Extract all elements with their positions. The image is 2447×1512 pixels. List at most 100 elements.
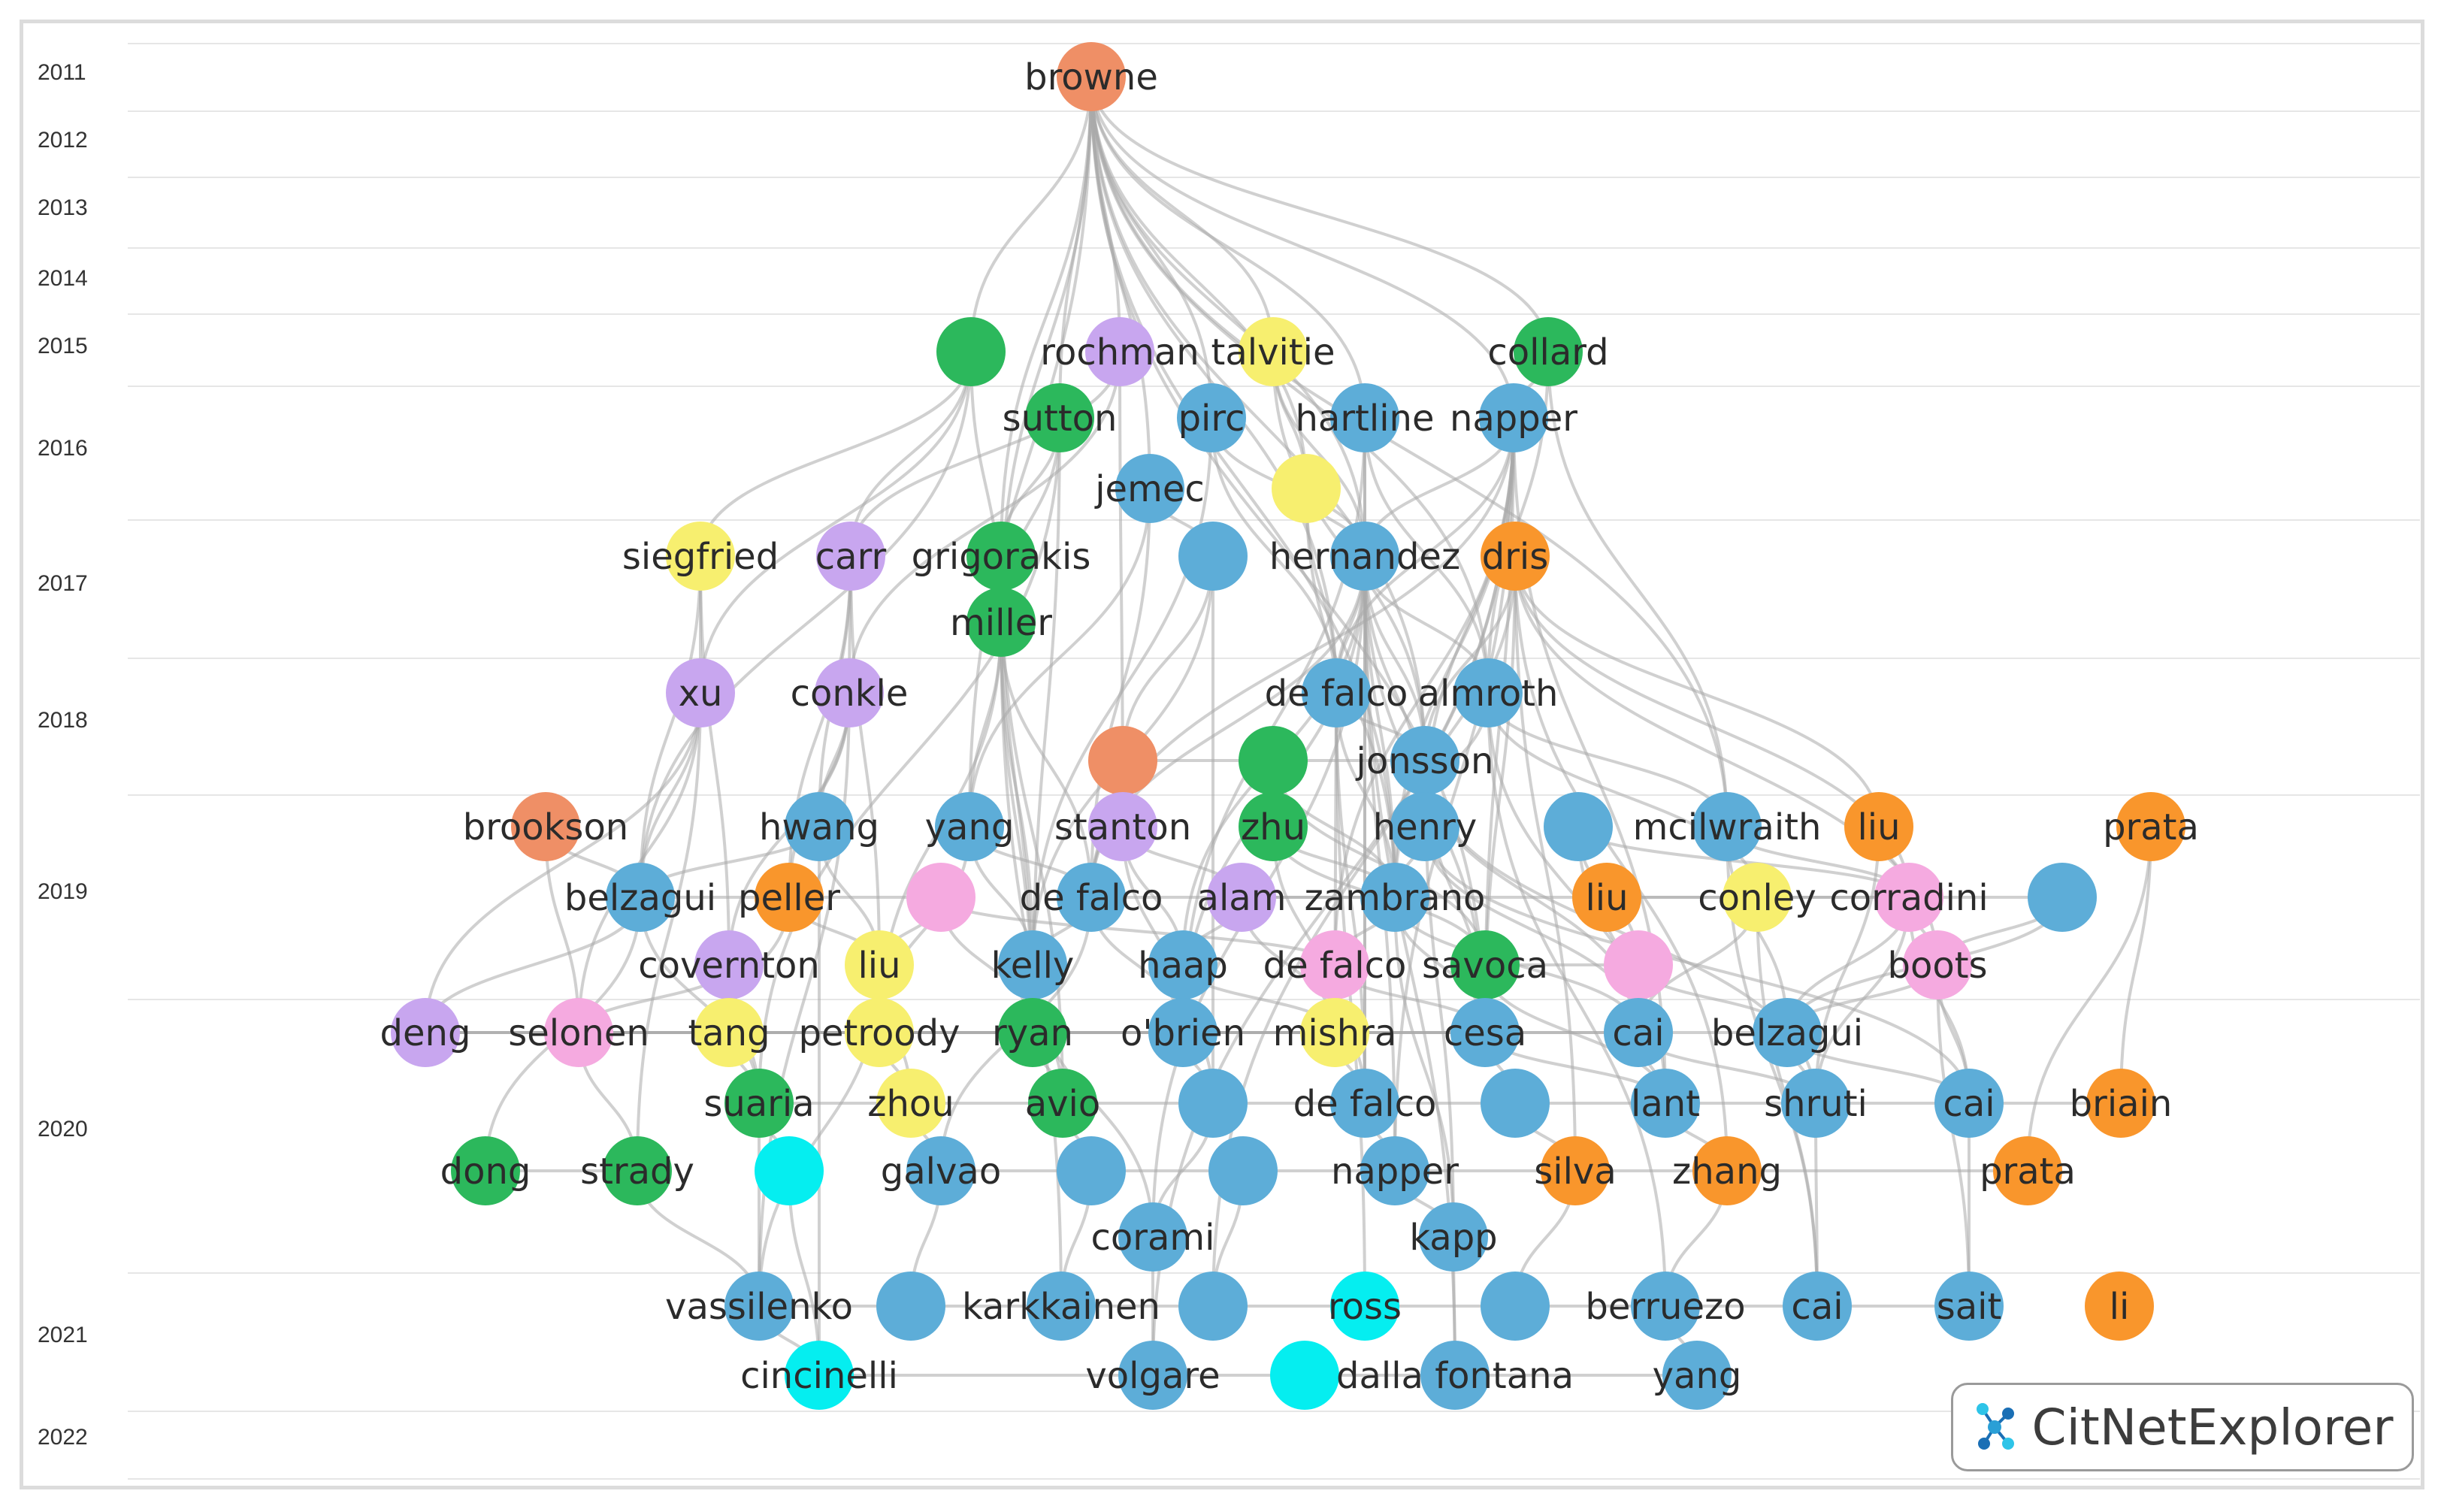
- node-circle[interactable]: [724, 1272, 794, 1341]
- node-circle[interactable]: [1118, 1341, 1187, 1410]
- publication-node[interactable]: zhou: [867, 1069, 954, 1138]
- publication-node[interactable]: [906, 863, 975, 932]
- node-circle[interactable]: [785, 1341, 854, 1410]
- publication-node[interactable]: [1239, 726, 1308, 795]
- node-circle[interactable]: [1057, 42, 1126, 111]
- publication-node[interactable]: de falco: [1020, 863, 1163, 932]
- node-circle[interactable]: [724, 1069, 794, 1138]
- publication-node[interactable]: petroody: [798, 998, 960, 1067]
- node-circle[interactable]: [1753, 998, 1822, 1067]
- publication-node[interactable]: volgare: [1085, 1341, 1220, 1410]
- node-circle[interactable]: [1934, 1272, 2004, 1341]
- node-circle[interactable]: [666, 522, 735, 591]
- publication-node[interactable]: [936, 317, 1006, 386]
- publication-node[interactable]: kelly: [991, 930, 1075, 999]
- publication-node[interactable]: conley: [1698, 863, 1816, 932]
- publication-node[interactable]: zhang: [1672, 1136, 1782, 1205]
- node-circle[interactable]: [1330, 1272, 1399, 1341]
- node-circle[interactable]: [1662, 1341, 1732, 1410]
- node-circle[interactable]: [1390, 726, 1459, 795]
- node-circle[interactable]: [2116, 792, 2185, 861]
- publication-node[interactable]: carr: [815, 522, 887, 591]
- publication-node[interactable]: [1604, 930, 1673, 999]
- publication-node[interactable]: pirc: [1177, 383, 1246, 452]
- node-circle[interactable]: [1118, 1202, 1187, 1272]
- publication-node[interactable]: li: [2085, 1272, 2154, 1341]
- node-circle[interactable]: [1057, 863, 1126, 932]
- publication-node[interactable]: de falco: [1263, 930, 1407, 999]
- node-circle[interactable]: [1208, 1136, 1278, 1205]
- node-circle[interactable]: [1844, 792, 1913, 861]
- node-circle[interactable]: [1450, 930, 1520, 999]
- publication-node[interactable]: cai: [1934, 1069, 2004, 1138]
- node-circle[interactable]: [1115, 454, 1184, 523]
- node-circle[interactable]: [906, 863, 975, 932]
- node-circle[interactable]: [1631, 1272, 1700, 1341]
- node-circle[interactable]: [1085, 317, 1154, 386]
- publication-node[interactable]: henry: [1373, 792, 1478, 861]
- publication-node[interactable]: hernandez: [1269, 522, 1460, 591]
- node-circle[interactable]: [694, 998, 764, 1067]
- publication-node[interactable]: silva: [1534, 1136, 1617, 1205]
- publication-node[interactable]: liu: [845, 930, 914, 999]
- node-circle[interactable]: [966, 522, 1036, 591]
- node-circle[interactable]: [1177, 383, 1246, 452]
- node-circle[interactable]: [1723, 863, 1792, 932]
- node-circle[interactable]: [606, 863, 675, 932]
- publication-node[interactable]: siegfried: [622, 522, 779, 591]
- node-circle[interactable]: [755, 1136, 824, 1205]
- node-circle[interactable]: [1330, 1069, 1399, 1138]
- publication-node[interactable]: covernton: [638, 930, 820, 999]
- publication-node[interactable]: [1178, 1272, 1248, 1341]
- node-circle[interactable]: [1692, 1136, 1762, 1205]
- publication-node[interactable]: vassilenko: [665, 1272, 853, 1341]
- node-circle[interactable]: [936, 317, 1006, 386]
- publication-node[interactable]: dris: [1481, 522, 1550, 591]
- publication-node[interactable]: hwang: [759, 792, 879, 861]
- publication-node[interactable]: grigorakis: [912, 522, 1091, 591]
- publication-node[interactable]: sutton: [1003, 383, 1118, 452]
- node-circle[interactable]: [1088, 792, 1157, 861]
- publication-node[interactable]: prata: [2103, 792, 2199, 861]
- node-circle[interactable]: [544, 998, 613, 1067]
- publication-node[interactable]: [1481, 1069, 1550, 1138]
- publication-node[interactable]: dong: [440, 1136, 531, 1205]
- publication-node[interactable]: ryan: [992, 998, 1073, 1067]
- publication-node[interactable]: boots: [1887, 930, 1988, 999]
- node-circle[interactable]: [391, 998, 460, 1067]
- publication-node[interactable]: briain: [2070, 1069, 2173, 1138]
- publication-node[interactable]: tang: [688, 998, 770, 1067]
- publication-node[interactable]: conkle: [791, 658, 909, 727]
- publication-node[interactable]: jemec: [1094, 454, 1205, 523]
- node-circle[interactable]: [1028, 1069, 1097, 1138]
- node-circle[interactable]: [511, 792, 580, 861]
- node-circle[interactable]: [1481, 522, 1550, 591]
- node-circle[interactable]: [1302, 658, 1371, 727]
- node-circle[interactable]: [1420, 1341, 1490, 1410]
- node-circle[interactable]: [1207, 863, 1276, 932]
- publication-node[interactable]: napper: [1331, 1136, 1459, 1205]
- node-circle[interactable]: [1025, 383, 1094, 452]
- node-circle[interactable]: [816, 522, 885, 591]
- publication-node[interactable]: cincinelli: [740, 1341, 898, 1410]
- publication-node[interactable]: kapp: [1409, 1202, 1498, 1272]
- node-circle[interactable]: [1781, 1069, 1850, 1138]
- publication-node[interactable]: cesa: [1444, 998, 1526, 1067]
- node-circle[interactable]: [603, 1136, 672, 1205]
- node-circle[interactable]: [998, 998, 1067, 1067]
- node-circle[interactable]: [1514, 317, 1583, 386]
- node-circle[interactable]: [1544, 792, 1613, 861]
- publication-node[interactable]: [755, 1136, 824, 1205]
- node-circle[interactable]: [1631, 1069, 1700, 1138]
- node-circle[interactable]: [1390, 792, 1459, 861]
- node-circle[interactable]: [1360, 1136, 1429, 1205]
- publication-node[interactable]: karkkainen: [962, 1272, 1160, 1341]
- node-circle[interactable]: [1479, 383, 1548, 452]
- publication-node[interactable]: [1088, 726, 1157, 795]
- node-circle[interactable]: [1178, 1272, 1248, 1341]
- node-circle[interactable]: [451, 1136, 520, 1205]
- node-circle[interactable]: [1604, 930, 1673, 999]
- node-circle[interactable]: [966, 588, 1036, 657]
